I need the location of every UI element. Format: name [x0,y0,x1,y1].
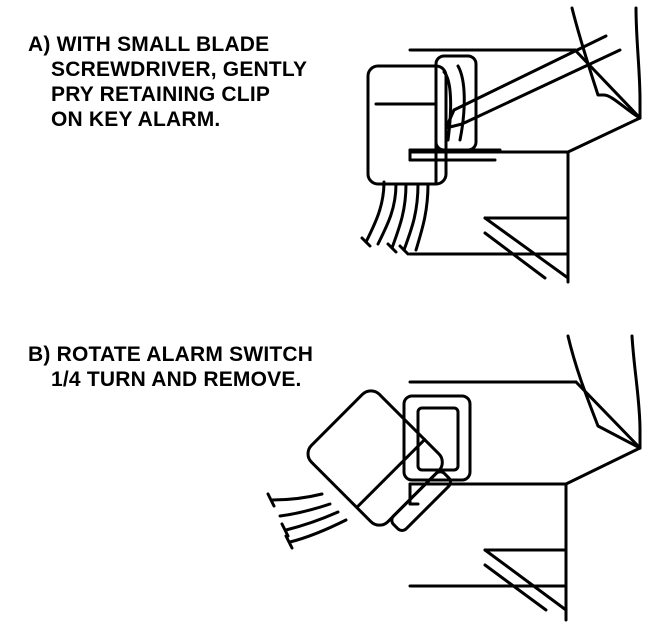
step-a-illustration [360,6,642,284]
step-b-alarm-switch [306,389,452,532]
step-a-key-alarm [366,54,478,186]
step-a-line-4: ON KEY ALARM. [51,108,221,131]
step-a-line-2: SCREWDRIVER, GENTLY [51,58,308,81]
step-b-illustration [266,334,642,622]
step-b-line-1: B) ROTATE ALARM SWITCH [28,343,314,366]
step-a-column-housing [408,6,642,284]
step-b-wires [266,492,348,550]
step-b-instruction: B) ROTATE ALARM SWITCH 1/4 TURN AND REMO… [28,342,313,392]
step-a-line-1: A) WITH SMALL BLADE [28,33,270,56]
step-a-retaining-clip [408,148,502,162]
step-a-instruction: A) WITH SMALL BLADE SCREWDRIVER, GENTLY … [28,32,307,132]
step-a-wires [360,180,430,256]
step-a-screwdriver [444,34,622,130]
step-b-line-2: 1/4 TURN AND REMOVE. [51,368,302,391]
step-a-line-3: PRY RETAINING CLIP [51,83,271,106]
step-b-column-housing [408,334,642,622]
